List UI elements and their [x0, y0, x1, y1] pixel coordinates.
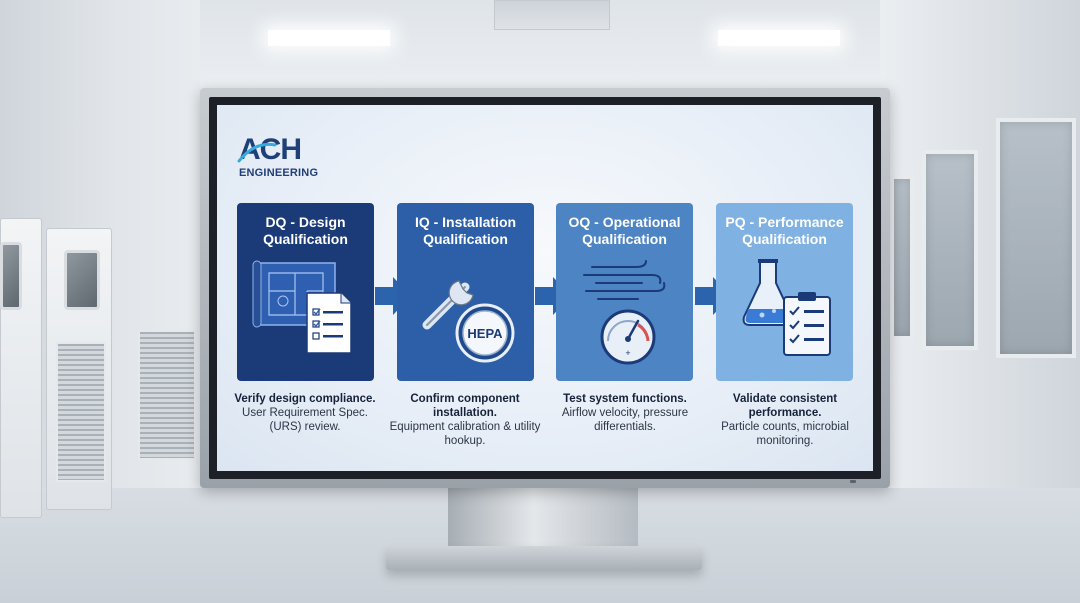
stage-detail: Airflow velocity, pressure differentials… [561, 407, 689, 433]
monitor-bezel: ACH ENGINEERING DQ - Design Qualificatio… [209, 97, 881, 479]
observation-window [890, 175, 914, 340]
stage-title: IQ - Installation Qualification [414, 214, 517, 247]
stage-detail: Equipment calibration & utility hookup. [389, 421, 541, 447]
clipboard-checklist-icon [783, 292, 831, 356]
wall-grille [56, 342, 106, 482]
stage-headline: Validate consistent performance. [732, 393, 838, 419]
stage-card-iq: IQ - Installation Qualification HEPA [397, 203, 534, 381]
hepa-filter-icon: HEPA [455, 303, 515, 363]
observation-window [996, 118, 1076, 358]
pressure-gauge-icon: + [600, 309, 656, 365]
stage-title: OQ - Operational Qualification [568, 214, 681, 247]
logo-swoosh-icon [237, 142, 277, 163]
stage-card-oq: OQ - Operational Qualification [556, 203, 693, 381]
ceiling-light [718, 30, 840, 46]
stage-title: PQ - Performance Qualification [725, 214, 844, 247]
wrench-hepa-illustration: HEPA [422, 280, 515, 363]
cabinet-window [0, 242, 22, 310]
display-monitor: ACH ENGINEERING DQ - Design Qualificatio… [200, 88, 890, 488]
ceiling-vent [494, 0, 610, 30]
company-logo: ACH ENGINEERING [237, 135, 319, 179]
stage-description-oq: Test system functions. Airflow velocity,… [545, 392, 705, 434]
observation-window [922, 150, 978, 350]
cabinet-window [64, 250, 100, 310]
svg-text:+: + [625, 348, 630, 358]
stage-headline: Confirm component installation. [410, 393, 520, 419]
checklist-document-icon [306, 292, 352, 354]
airflow-icon [583, 260, 666, 300]
stage-detail: Particle counts, microbial monitoring. [721, 421, 849, 447]
monitor-stand-neck [448, 486, 638, 550]
wall-grille [138, 330, 196, 460]
stage-title: DQ - Design Qualification [263, 214, 348, 247]
stage-description-iq: Confirm component installation. Equipmen… [385, 392, 545, 448]
monitor-screen: ACH ENGINEERING DQ - Design Qualificatio… [217, 105, 873, 471]
stage-description-pq: Validate consistent performance. Particl… [705, 392, 865, 448]
logo-subtitle: ENGINEERING [239, 167, 319, 179]
stage-headline: Test system functions. [563, 393, 687, 405]
stage-description-dq: Verify design compliance. User Requireme… [225, 392, 385, 434]
airflow-gauge-illustration: + [583, 260, 666, 365]
power-indicator [850, 480, 856, 483]
ceiling-light [268, 30, 390, 46]
monitor-stand-base [386, 546, 702, 570]
stage-detail: User Requirement Spec. (URS) review. [242, 407, 368, 433]
hepa-label: HEPA [467, 326, 503, 341]
blueprint-checklist-illustration [252, 260, 352, 354]
stage-card-dq: DQ - Design Qualification [237, 203, 374, 381]
flask-clipboard-illustration [742, 259, 831, 356]
stage-card-pq: PQ - Performance Qualification [716, 203, 853, 381]
stage-headline: Verify design compliance. [234, 393, 376, 405]
wrench-icon [422, 280, 474, 330]
